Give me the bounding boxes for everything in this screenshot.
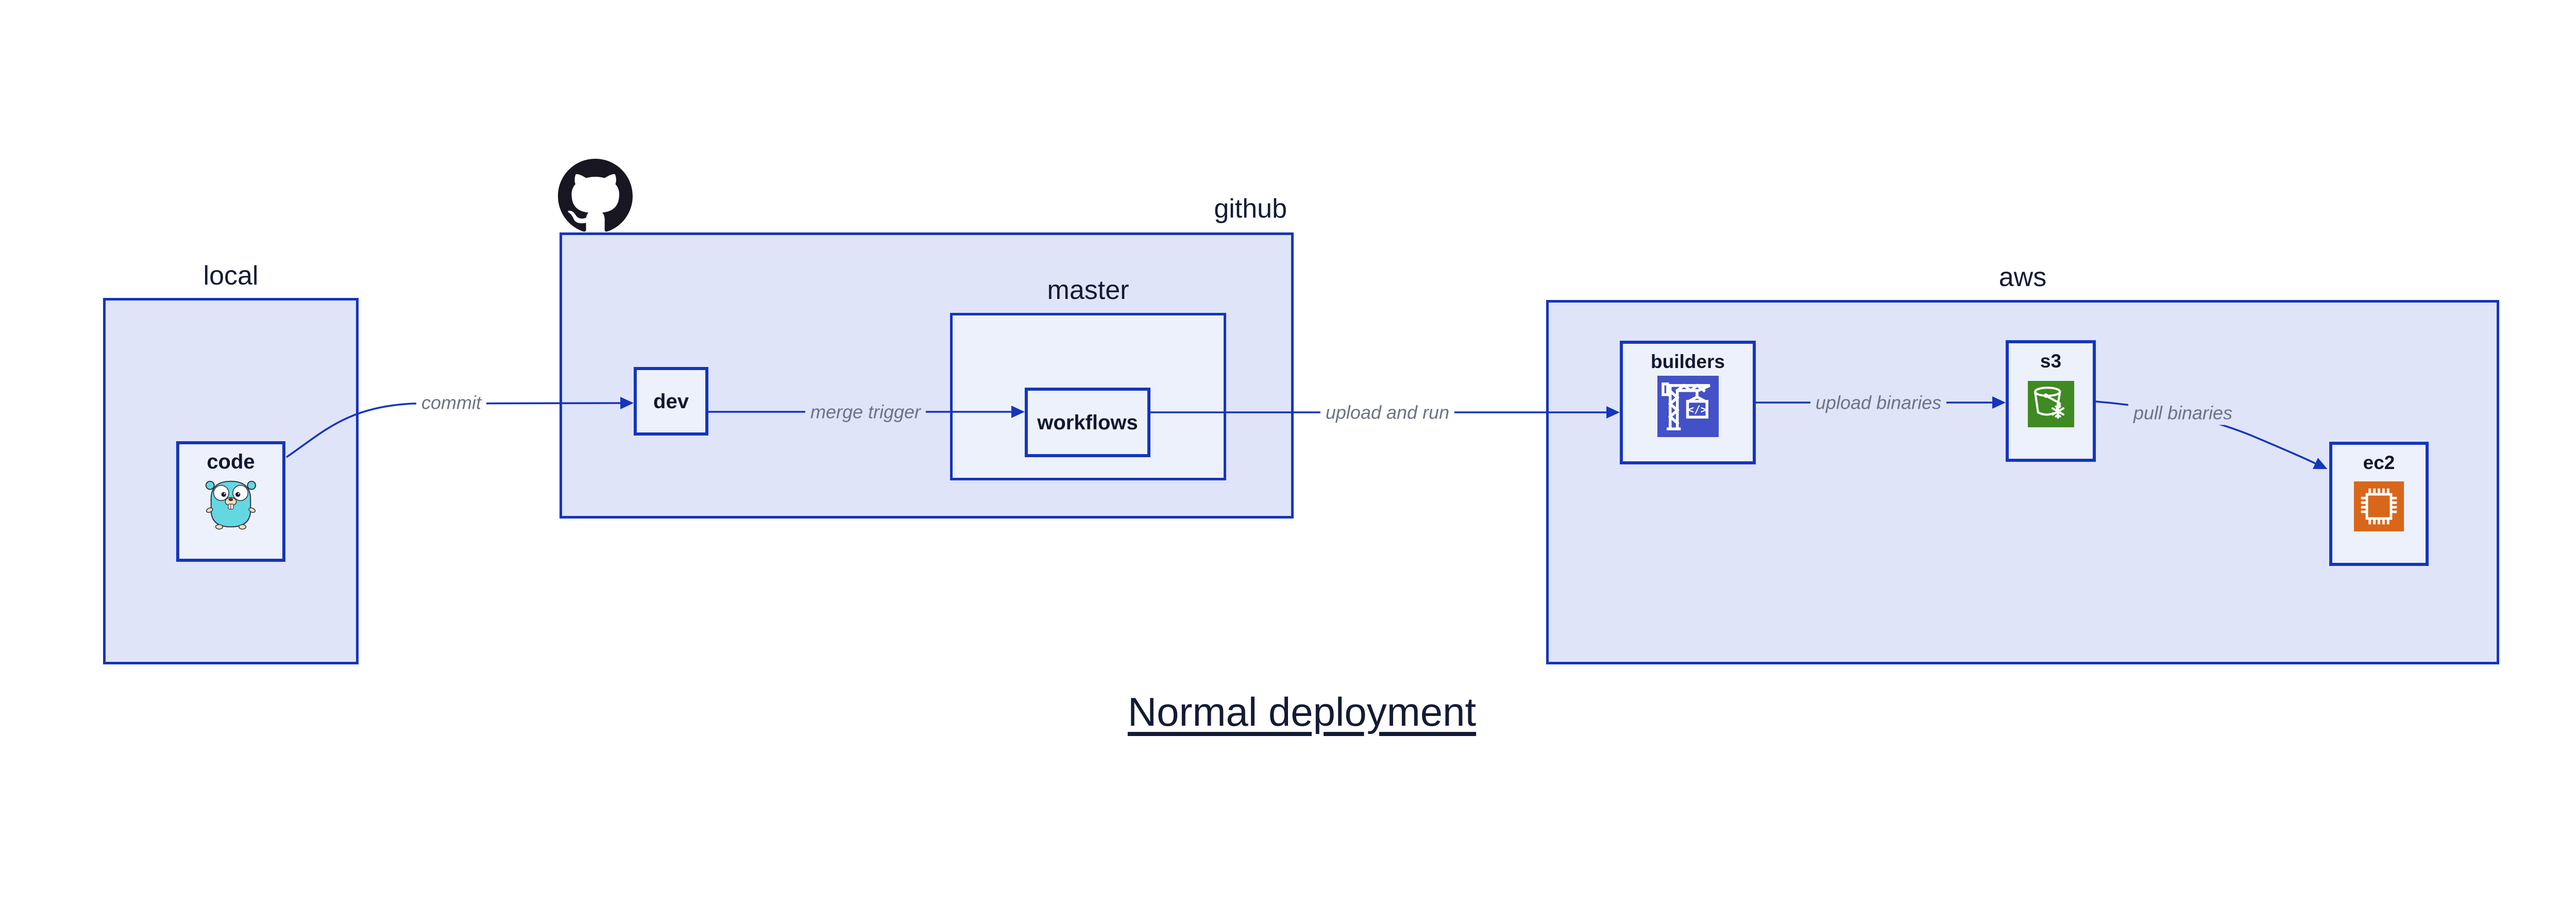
node-workflows-label: workflows: [1037, 411, 1138, 434]
container-aws-label: aws: [1998, 262, 2047, 292]
node-s3: s3: [2006, 340, 2096, 462]
build-crane-icon: </>: [1657, 376, 1719, 437]
container-github-label: github: [1214, 194, 1287, 224]
node-ec2-label: ec2: [2363, 452, 2395, 473]
edge-label-merge-trigger: merge trigger: [805, 399, 926, 424]
node-code-label: code: [207, 450, 255, 473]
edge-label-upload-binaries: upload binaries: [1810, 390, 1947, 415]
node-s3-label: s3: [2040, 350, 2062, 372]
svg-text:</>: </>: [1687, 403, 1707, 415]
node-builders-label: builders: [1651, 351, 1725, 372]
edge-label-pull-binaries: pull binaries: [2128, 400, 2238, 425]
node-dev-label: dev: [653, 390, 689, 413]
bucket-snowflake-icon: [2027, 381, 2074, 427]
container-master-label: master: [1047, 275, 1129, 305]
node-code: code: [176, 441, 285, 562]
go-gopher-icon: [205, 480, 257, 530]
diagram-title: Normal deployment: [1127, 689, 1477, 734]
edge-label-upload-and-run: upload and run: [1320, 400, 1455, 425]
github-octocat-icon: [558, 159, 633, 232]
node-dev: dev: [634, 367, 708, 436]
container-local-label: local: [203, 261, 259, 291]
edge-label-commit: commit: [416, 390, 486, 415]
node-workflows: workflows: [1025, 388, 1150, 457]
node-builders: builders </>: [1620, 341, 1756, 464]
cpu-chip-icon: [2354, 481, 2404, 531]
node-ec2: ec2: [2329, 442, 2429, 566]
